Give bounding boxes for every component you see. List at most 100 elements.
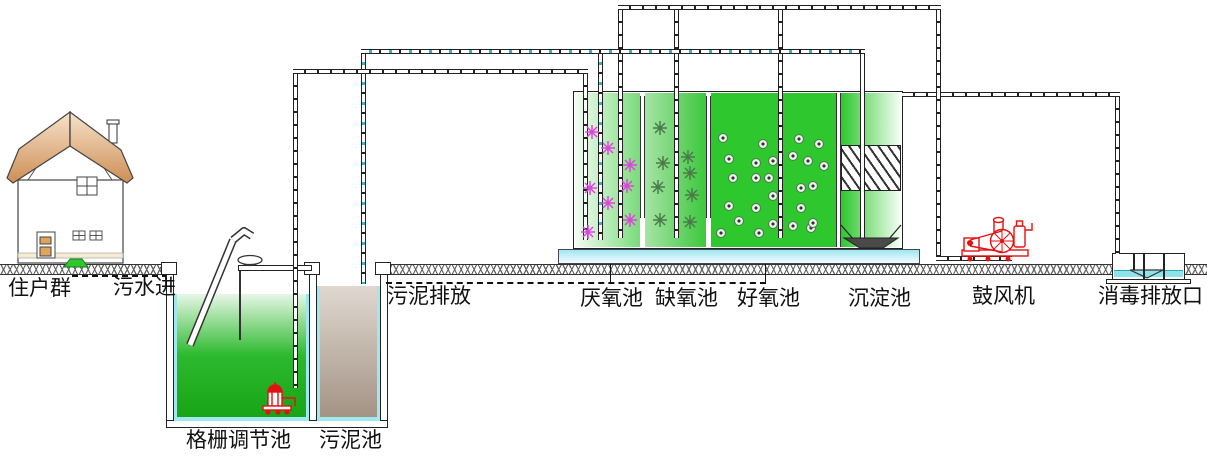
air-bubble — [808, 218, 818, 228]
pipe-sludge-drain — [386, 282, 766, 284]
pipe-house-sewer — [72, 275, 168, 277]
grid-tank-weir-plate — [239, 268, 241, 340]
air-bubble — [718, 133, 728, 143]
air-bubble — [768, 219, 778, 229]
pipe-air-riser — [936, 10, 941, 257]
label-sludge-discharge: 污泥排放 — [387, 284, 471, 308]
inclined-tube-media — [841, 145, 901, 191]
grid-tank-cover-bar — [238, 265, 312, 271]
air-bubble — [724, 201, 734, 211]
air-bubble — [724, 154, 734, 164]
ground-middle — [386, 264, 1112, 275]
microbe-star-dark — [653, 213, 667, 227]
air-bubble — [734, 216, 744, 226]
label-sedimentation: 沉淀池 — [848, 286, 911, 310]
pipe-sludge-return-drop — [361, 54, 366, 284]
microbe-star-dark — [683, 215, 697, 229]
house-chimney — [108, 122, 118, 144]
pipe-feed-horizontal — [293, 69, 588, 74]
house-foundation — [17, 252, 124, 259]
air-bubble — [803, 156, 813, 166]
pipe-air-drop-anaerobic — [618, 10, 623, 238]
air-bubble — [768, 156, 778, 166]
disinfection-divider-1 — [1133, 253, 1135, 270]
microbe-star-magenta — [585, 125, 599, 139]
label-aerobic: 好氧池 — [737, 286, 800, 310]
pipe-settler-center — [860, 54, 865, 246]
microbe-star-dark — [685, 188, 699, 202]
microbe-star-magenta — [623, 158, 637, 172]
label-sludge-tank: 污泥池 — [319, 428, 382, 452]
inclined-screen — [186, 227, 263, 347]
pipe-air-drop-aerobic — [778, 10, 783, 238]
air-bubble — [751, 203, 761, 213]
rim-cap-right — [375, 262, 391, 275]
label-blower: 鼓风机 — [972, 284, 1035, 308]
pipe-air-drop-anoxic — [674, 10, 679, 238]
air-bubble — [758, 139, 768, 149]
settler-divider-wall — [836, 93, 841, 247]
tanks-bottom-wall — [166, 420, 388, 428]
pipe-effluent-drop — [1115, 97, 1120, 254]
house-door — [36, 231, 56, 259]
baffle-1 — [640, 96, 645, 218]
microbe-star-dark — [683, 166, 697, 180]
pipe-air-manifold — [618, 5, 941, 10]
air-bubble — [751, 173, 761, 183]
grid-tank-water — [174, 294, 309, 421]
pipe-feed-drop — [583, 74, 588, 240]
disinfection-divider-3 — [1163, 253, 1165, 280]
disinfection-divider-2 — [1143, 253, 1145, 280]
air-blower — [961, 216, 1033, 262]
label-screen-tank: 格栅调节池 — [186, 428, 291, 452]
grid-tank-middle-wall — [309, 263, 317, 428]
microbe-star-magenta — [581, 225, 595, 239]
microbe-star-magenta — [620, 179, 634, 193]
label-outlet: 消毒排放口 — [1098, 284, 1203, 308]
drain-tap-2 — [765, 264, 766, 282]
air-bubble — [764, 173, 774, 183]
air-bubble — [819, 161, 829, 171]
disinfection-base-plate — [1106, 279, 1191, 284]
air-bubble — [796, 183, 806, 193]
air-bubble — [796, 203, 806, 213]
drain-tap-1 — [610, 264, 611, 282]
label-sewage-in: 污水进 — [113, 275, 176, 299]
air-bubble — [808, 181, 818, 191]
air-bubble — [788, 221, 798, 231]
air-bubble — [716, 228, 726, 238]
small-window-left — [72, 230, 86, 241]
house-body — [17, 179, 124, 264]
rim-cap-left — [161, 262, 177, 275]
microbe-star-magenta — [623, 213, 637, 227]
house — [6, 110, 134, 268]
microbe-star-dark — [651, 180, 665, 194]
air-bubble — [768, 191, 778, 201]
sludge-tank-water — [317, 286, 380, 421]
microbe-star-magenta — [583, 181, 597, 195]
tank-base-slab — [558, 249, 920, 264]
microbe-star-magenta — [601, 196, 615, 210]
gable-window — [76, 176, 98, 196]
sewage-outlet-mound — [63, 258, 89, 268]
label-residents: 住户群 — [8, 276, 71, 300]
label-anoxic: 缺氧池 — [655, 286, 718, 310]
microbe-star-dark — [656, 156, 670, 170]
air-bubble — [788, 151, 798, 161]
air-bubble — [754, 228, 764, 238]
pipe-effluent — [902, 92, 1120, 97]
microbe-star-dark — [681, 150, 695, 164]
small-window-right — [89, 230, 103, 241]
air-bubble — [728, 173, 738, 183]
ground-right — [1185, 264, 1207, 275]
baffle-2 — [706, 96, 711, 218]
label-anaerobic: 厌氧池 — [580, 286, 643, 310]
pipe-sludge-branch-drop — [598, 54, 603, 240]
air-bubble — [794, 134, 804, 144]
microbe-star-magenta — [601, 141, 615, 155]
pipe-sludge-return — [361, 49, 865, 54]
disinfection-funnel — [1129, 269, 1164, 279]
pipe-feed-riser — [293, 74, 298, 388]
air-bubble — [814, 139, 824, 149]
air-bubble — [751, 158, 761, 168]
